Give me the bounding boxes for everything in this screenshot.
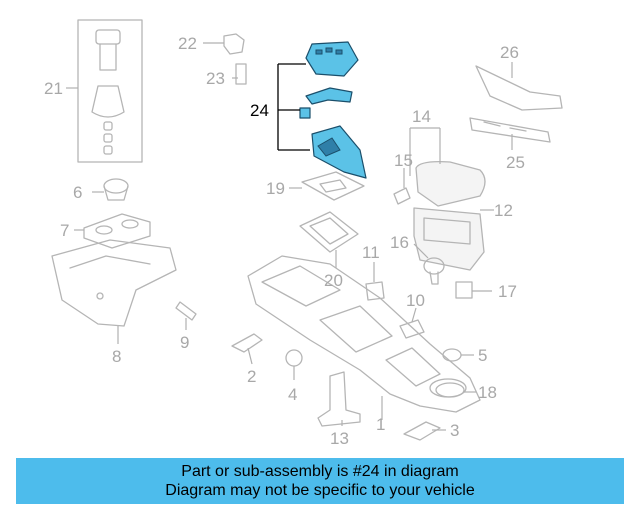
- callout-9: 9: [180, 333, 189, 352]
- part-26-trim-panel: [475, 65, 563, 111]
- part-9-bolt: [175, 301, 197, 321]
- callout-7: 7: [60, 221, 69, 240]
- banner-line-1: Part or sub-assembly is #24 in diagram: [181, 463, 459, 480]
- banner-line-2: Diagram may not be specific to your vehi…: [165, 482, 475, 499]
- callout-1: 1: [376, 415, 385, 434]
- part-4-knob: [285, 349, 303, 367]
- callout-2: 2: [247, 367, 256, 386]
- part-8-lower-panel: [51, 239, 177, 327]
- part-23-pin: [235, 63, 247, 85]
- callout-4: 4: [288, 385, 297, 404]
- callout-25: 25: [506, 153, 525, 172]
- callout-10: 10: [406, 291, 425, 310]
- part-1-center-console: [247, 255, 481, 413]
- part-7-cup-insert: [83, 213, 151, 249]
- callout-12: 12: [494, 201, 513, 220]
- part-25-trim-strip: [469, 117, 551, 143]
- part-22-clip: [223, 33, 245, 55]
- callout-6: 6: [73, 183, 82, 202]
- callout-19: 19: [266, 179, 285, 198]
- part-19-shift-boot-frame: [301, 171, 365, 201]
- callout-21: 21: [44, 79, 63, 98]
- part-13-support-bracket: [317, 371, 361, 427]
- part-17-bracket: [455, 281, 473, 299]
- part-3-bracket: [403, 421, 441, 441]
- callout-26: 26: [500, 43, 519, 62]
- info-banner: Part or sub-assembly is #24 in diagram D…: [16, 458, 624, 504]
- part-14-armrest-lid: [415, 160, 486, 207]
- callout-17: 17: [498, 282, 517, 301]
- part-18-cup-ring: [435, 382, 465, 398]
- part-16-cup-holder: [423, 257, 445, 285]
- callout-labels: 1 2 3 4 5 6 7 8 9 10 11 12 13 14 15 16 1…: [44, 34, 525, 448]
- callout-5: 5: [478, 346, 487, 365]
- callout-18: 18: [478, 383, 497, 402]
- part-11-switch: [365, 281, 385, 301]
- callout-13: 13: [330, 429, 349, 448]
- part-12-storage-box: [413, 207, 485, 271]
- part-2-clip: [231, 333, 263, 353]
- callout-22: 22: [178, 34, 197, 53]
- callout-15: 15: [394, 151, 413, 170]
- part-15-clip: [393, 187, 411, 205]
- part-6-cup: [103, 178, 129, 201]
- part-20-bezel: [299, 211, 359, 253]
- callout-23: 23: [206, 69, 225, 88]
- part-21-shift-knob-assembly: [77, 19, 143, 163]
- part-5-cap: [442, 348, 462, 362]
- callout-20: 20: [324, 271, 343, 290]
- callout-11: 11: [362, 243, 380, 262]
- callout-14: 14: [412, 107, 431, 126]
- callout-3: 3: [450, 421, 459, 440]
- part-24-shift-indicator-assembly: [299, 41, 367, 179]
- callout-16: 16: [390, 233, 409, 252]
- parts-diagram: 1 2 3 4 5 6 7 8 9 10 11 12 13 14 15 16 1…: [44, 19, 563, 448]
- callout-24: 24: [250, 101, 269, 120]
- callout-8: 8: [112, 347, 121, 366]
